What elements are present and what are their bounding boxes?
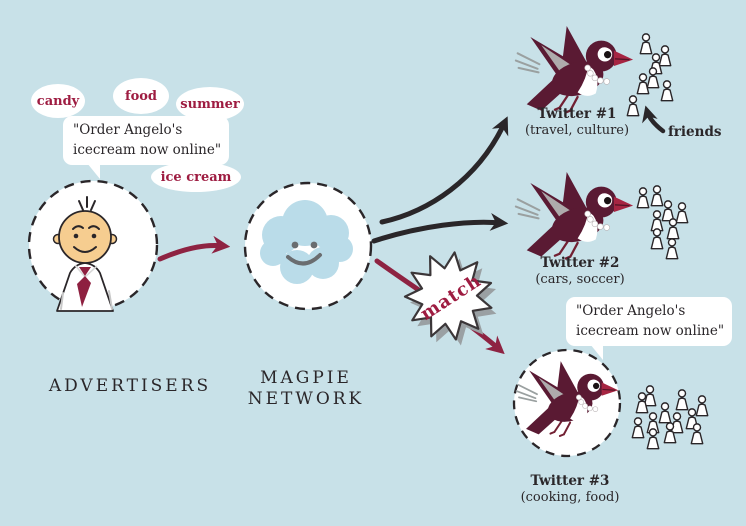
person-icon	[631, 417, 645, 439]
businessman-icon	[52, 196, 118, 312]
speech-bubble-tail	[87, 163, 100, 180]
person-icon	[635, 392, 649, 414]
magpie-bird-icon	[515, 361, 619, 438]
twitter-topics: (cars, soccer)	[535, 271, 625, 287]
tag-label: candy	[36, 93, 80, 109]
person-icon	[663, 422, 677, 444]
friends-label: friends	[668, 124, 722, 140]
network-label-line: NETWORK	[247, 389, 365, 410]
magpie-bird-icon	[514, 26, 634, 115]
twitter-topics: (travel, culture)	[524, 122, 630, 138]
twitter-topics: (cooking, food)	[520, 489, 620, 505]
twitter-name: Twitter #3	[530, 473, 610, 489]
tag-label: summer	[180, 96, 240, 112]
arrow-advertiser-to-network	[157, 235, 231, 262]
tag-food: food	[113, 78, 169, 114]
person-icon	[650, 228, 664, 250]
speech-line: icecream now online"	[73, 141, 222, 158]
match-starburst	[403, 251, 497, 346]
magpie-network-label: MAGPIE NETWORK	[226, 368, 386, 411]
person-icon	[646, 428, 660, 450]
arrow-friends-to-crowd	[642, 105, 666, 134]
network-label-line: MAGPIE	[260, 368, 352, 388]
tag-label: ice cream	[160, 169, 232, 185]
person-icon	[660, 80, 674, 102]
twitter1-label: Twitter #1 (travel, culture)	[497, 106, 657, 139]
advertiser-avatar-circle	[27, 179, 159, 312]
advertiser-speech-bubble: "Order Angelo's icecream now online"	[63, 116, 229, 180]
crowd-twitter1	[622, 28, 682, 123]
twitter-name: Twitter #2	[540, 255, 620, 271]
speech-line: "Order Angelo's	[73, 122, 183, 138]
twitter2-label: Twitter #2 (cars, soccer)	[500, 255, 660, 288]
speech-line: "Order Angelo's	[576, 303, 686, 319]
person-icon	[665, 238, 679, 260]
network-cloud-circle	[243, 181, 373, 311]
twitter-name: Twitter #1	[537, 106, 617, 122]
tag-label: food	[124, 88, 158, 104]
tag-candy: candy	[31, 84, 85, 118]
speech-bubble-tail	[590, 344, 603, 361]
crowd-twitter2	[632, 182, 694, 266]
advertisers-label: ADVERTISERS	[48, 376, 212, 396]
smiling-cloud-icon	[260, 200, 353, 284]
tag-ice-cream: ice cream	[151, 162, 241, 192]
twitter3-speech-bubble: "Order Angelo's icecream now online"	[566, 297, 732, 361]
person-icon	[666, 218, 680, 240]
person-icon	[639, 33, 653, 55]
twitter3-label: Twitter #3 (cooking, food)	[490, 473, 650, 506]
arrow-network-to-twitter2	[371, 213, 509, 244]
magpie-bird-icon	[514, 172, 634, 261]
tag-summer: summer	[176, 87, 244, 121]
person-icon	[626, 95, 640, 117]
crowd-twitter3	[628, 380, 718, 458]
speech-line: icecream now online"	[576, 322, 725, 339]
arrow-network-to-twitter1	[379, 116, 509, 225]
person-icon	[690, 423, 704, 445]
